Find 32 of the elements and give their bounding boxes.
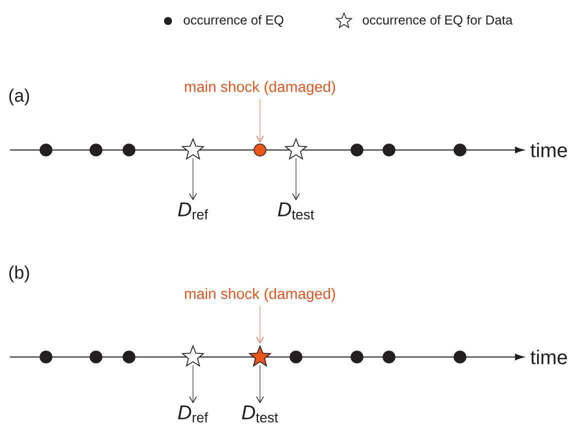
arrow [189,158,197,200]
panel-label: (a) [9,88,29,106]
event-dot [382,350,396,364]
event-dot [254,144,266,156]
arrow [256,306,264,344]
legend-text: occurrence of EQ for Data [362,15,513,27]
event-dot [90,350,102,364]
axis-label: time [530,350,567,364]
arrow [256,365,264,404]
arrow [256,98,264,143]
d-test-label: D$_{test}$ [242,406,278,422]
event-dot [454,350,466,364]
d-ref-label: D$_{ref}$ [178,202,208,220]
main-shock-label: main shock (damaged) [185,288,336,302]
main-shock-label: main shock (damaged) [185,81,336,95]
event-dot [40,144,52,156]
axis-label: time [530,142,567,158]
d-test-label: D$_{test}$ [278,202,314,220]
event-dot [122,144,136,156]
panel-label: (b) [9,266,29,282]
event-dot [290,350,302,364]
event-dot [40,350,52,364]
event-dot [90,144,102,156]
event-dot [382,144,396,156]
event-dot [350,144,364,156]
legend-text: occurrence of EQ [184,15,284,27]
d-ref-label: D$_{ref}$ [178,406,208,422]
arrow [292,158,300,200]
event-dot [454,144,466,156]
event-dot [122,350,136,364]
arrow [189,365,197,404]
event-dot [350,350,364,364]
